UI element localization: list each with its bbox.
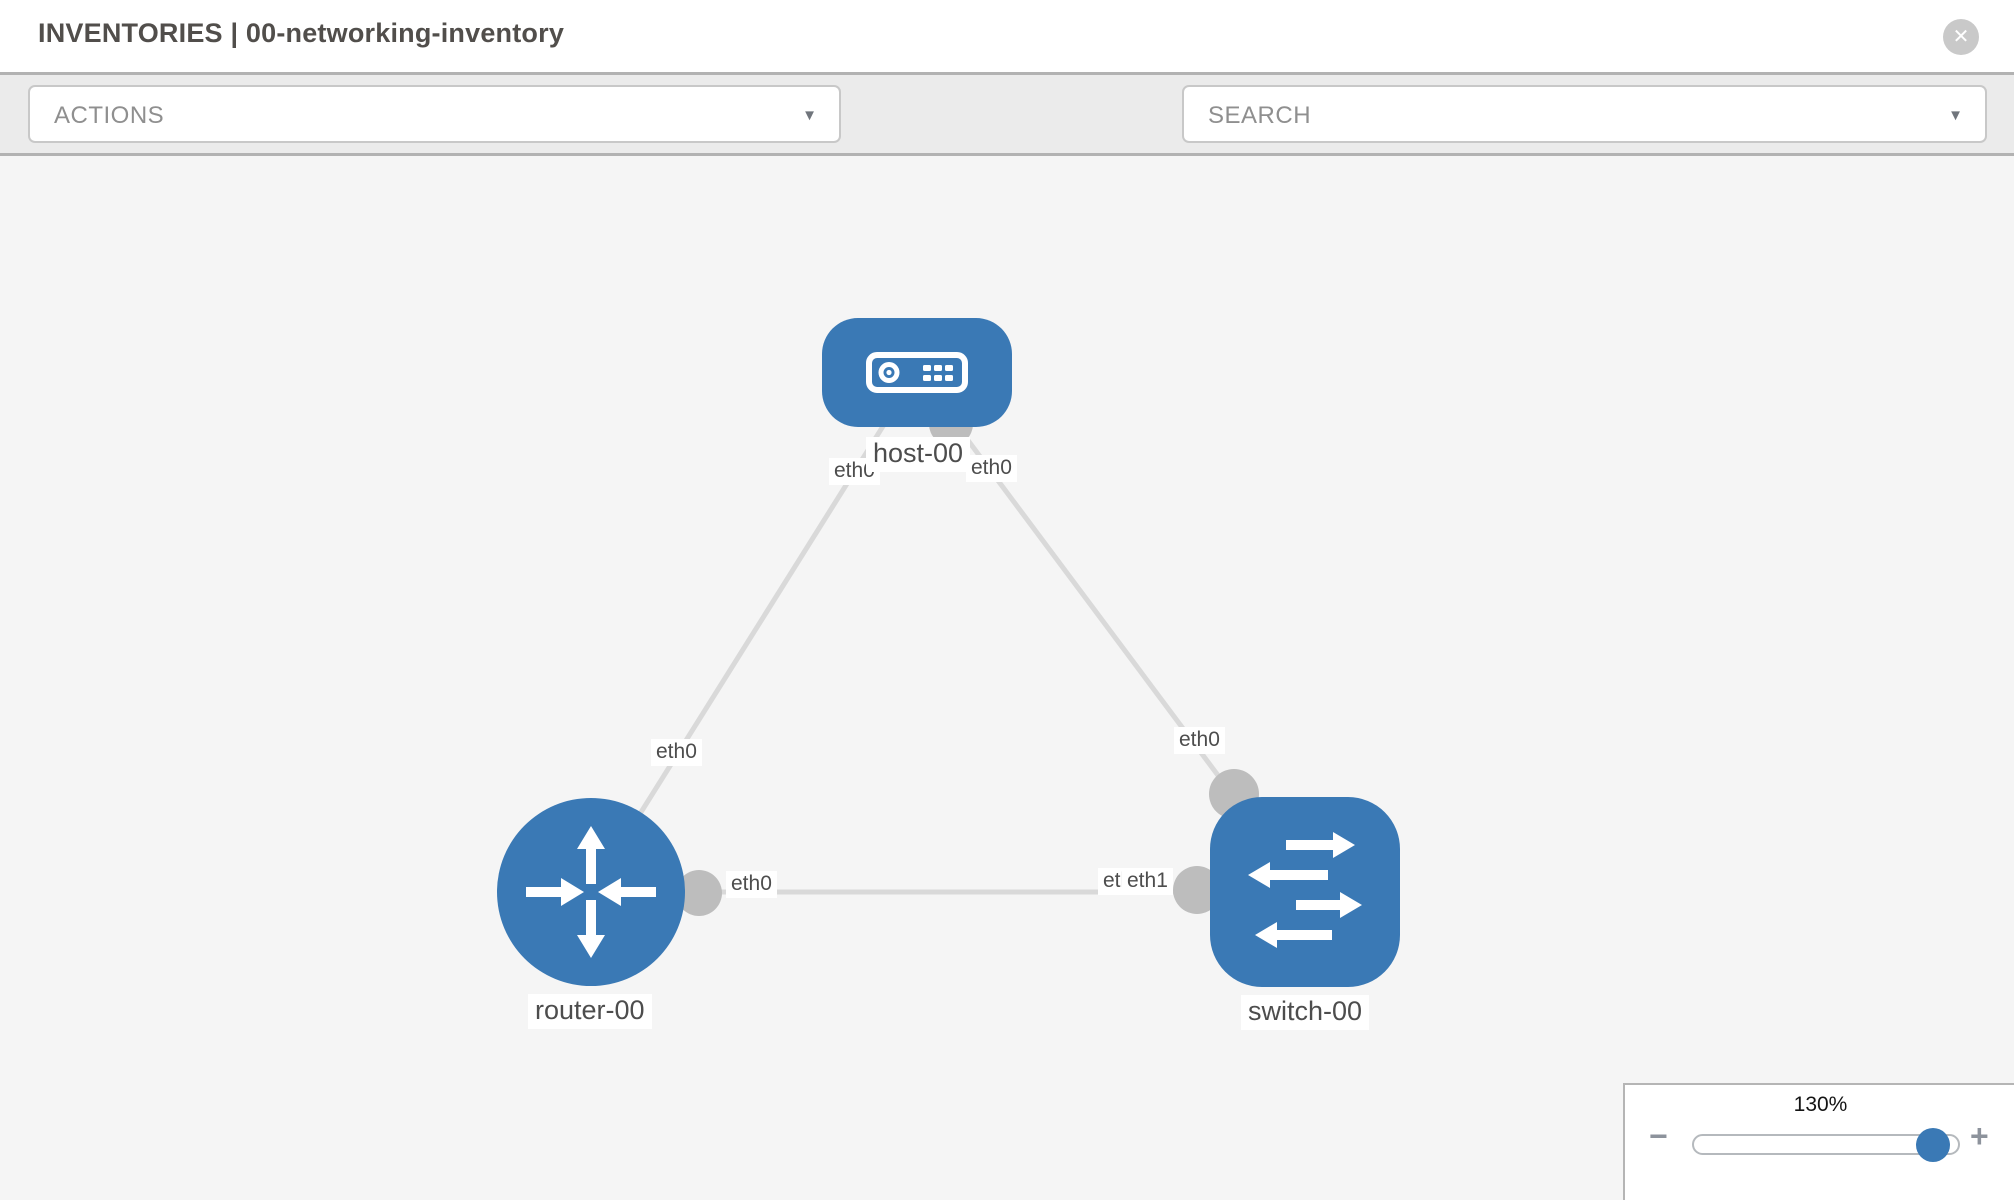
- chevron-down-icon: ▼: [802, 107, 817, 124]
- node-host-00[interactable]: [822, 318, 1012, 427]
- zoom-out-button[interactable]: −: [1649, 1118, 1668, 1155]
- node-router-00[interactable]: [497, 798, 685, 986]
- close-icon: ✕: [1952, 26, 1970, 48]
- topology-links: [588, 370, 1308, 916]
- port-switch-left[interactable]: [1173, 866, 1221, 914]
- toolbar: ACTIONS ▼ SEARCH ▼: [0, 72, 2014, 207]
- zoom-slider[interactable]: [1692, 1128, 1960, 1162]
- node-label-switch-00: switch-00: [1241, 995, 1370, 1030]
- interface-label: eth1: [1122, 868, 1173, 895]
- close-button[interactable]: ✕: [1943, 19, 1979, 55]
- topology-canvas[interactable]: eth0 host-00 eth0 eth0 eth0 eth0 eth0 et…: [0, 156, 2014, 1200]
- zoom-in-button[interactable]: +: [1970, 1118, 1989, 1155]
- node-label-host-00: host-00: [866, 437, 971, 472]
- minus-icon: −: [1649, 1118, 1668, 1154]
- actions-dropdown[interactable]: ACTIONS ▼: [28, 85, 841, 143]
- port-router-right[interactable]: [676, 870, 722, 916]
- interface-label: eth0: [1174, 727, 1225, 754]
- actions-dropdown-label: ACTIONS: [54, 102, 165, 129]
- node-switch-00[interactable]: [1210, 797, 1400, 987]
- search-dropdown[interactable]: SEARCH ▼: [1182, 85, 1987, 143]
- chevron-down-icon: ▼: [1948, 107, 1963, 124]
- zoom-level-value: 130%: [1793, 1093, 1848, 1116]
- zoom-control-panel: 130% − +: [1623, 1083, 2014, 1200]
- interface-label: eth0: [966, 455, 1017, 482]
- header-bar: INVENTORIES | 00-networking-inventory ✕: [0, 0, 2014, 72]
- interface-label: eth0: [726, 871, 777, 898]
- interface-label: eth0: [651, 739, 702, 766]
- page-title: INVENTORIES | 00-networking-inventory: [38, 18, 565, 48]
- node-label-router-00: router-00: [528, 994, 652, 1029]
- zoom-slider-thumb[interactable]: [1916, 1128, 1950, 1162]
- plus-icon: +: [1970, 1118, 1989, 1154]
- search-input: SEARCH: [1208, 102, 1312, 129]
